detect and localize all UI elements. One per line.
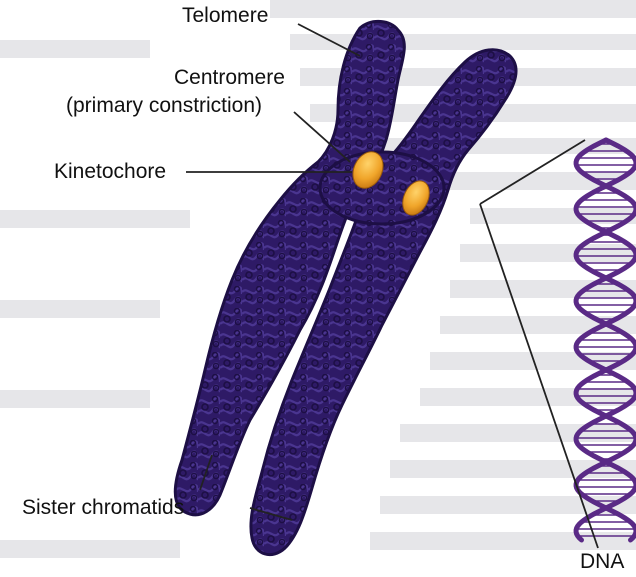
telomere-leader-line (298, 24, 360, 56)
label-kinetochore: Kinetochore (54, 160, 166, 184)
label-telomere: Telomere (182, 4, 268, 28)
dna-double-helix (576, 140, 636, 540)
label-sister-chromatids: Sister chromatids (22, 496, 184, 520)
label-centromere: Centromere (174, 66, 285, 90)
label-dna: DNA (580, 550, 624, 574)
dna-leader-line-top (480, 140, 585, 204)
label-primary-constriction: (primary constriction) (66, 94, 262, 118)
